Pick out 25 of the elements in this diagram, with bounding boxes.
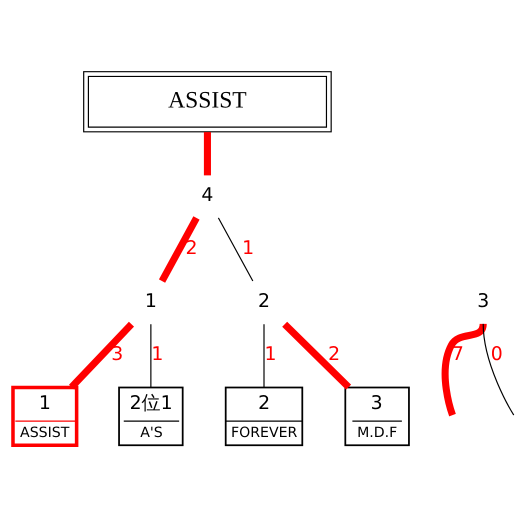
edge-label: 1: [242, 238, 254, 260]
node-box: ASSIST: [83, 71, 332, 132]
edge-label: 1: [264, 344, 276, 366]
node-text: 2: [258, 291, 270, 312]
node-box: 3 M.D.F: [344, 386, 410, 446]
connector: [204, 132, 211, 176]
edge-label: 2: [328, 344, 340, 366]
connector: [69, 322, 134, 390]
connector: [442, 323, 487, 416]
node-box: 1 ASSIST: [11, 386, 78, 448]
connector: [218, 218, 254, 282]
connector: [282, 322, 352, 390]
connector: [263, 324, 265, 388]
edge-label: 0: [490, 344, 503, 366]
edge-label: 3: [111, 344, 124, 366]
node-box: 2位1 A'S: [118, 386, 184, 446]
edge-label: 7: [452, 344, 464, 366]
connector: [482, 324, 514, 416]
node-text: 4: [201, 185, 214, 206]
node-text: 1: [144, 291, 157, 312]
edge-label: 2: [186, 238, 198, 260]
connector: [150, 324, 152, 388]
edge-label: 1: [151, 344, 164, 366]
node-text: 3: [477, 291, 490, 312]
connector: [158, 216, 200, 283]
